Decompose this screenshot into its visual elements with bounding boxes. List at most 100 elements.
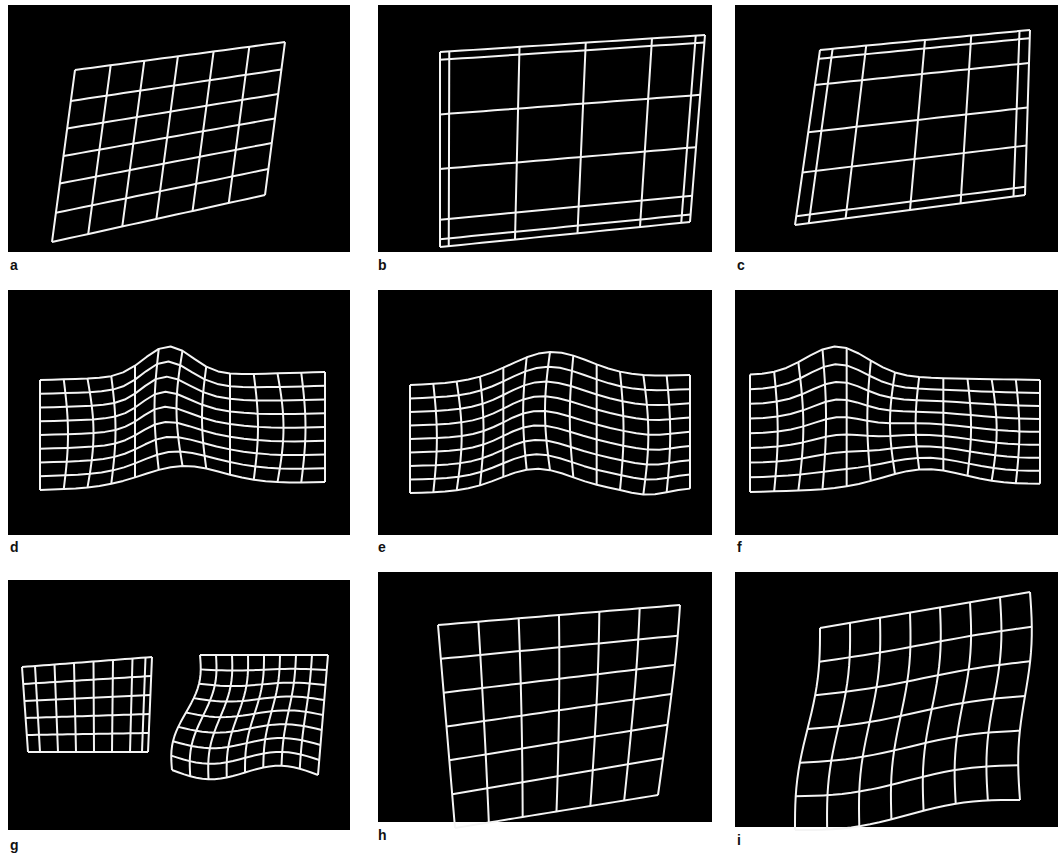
grid-line — [800, 731, 1020, 763]
grid-line — [40, 437, 325, 462]
grid-line — [440, 35, 705, 52]
grid-line — [410, 352, 690, 385]
grid-line — [93, 662, 96, 753]
grid-line — [55, 665, 59, 753]
grid-line — [809, 49, 833, 223]
grid-line — [590, 612, 599, 806]
grid-line — [40, 362, 325, 394]
grid-line — [808, 108, 1027, 133]
panel-label-holder: b — [378, 258, 387, 272]
grid-line — [795, 195, 1025, 225]
grid-line — [1014, 31, 1020, 197]
grid-line — [750, 417, 1040, 433]
grid-line — [578, 43, 586, 234]
grid-line — [447, 694, 672, 727]
grid-line — [820, 592, 1030, 628]
panel-label: a — [10, 258, 18, 272]
grid-line — [796, 187, 1025, 217]
grid-line — [441, 636, 678, 659]
grid-line — [148, 657, 152, 752]
grid-line — [440, 95, 700, 115]
grid-line — [438, 605, 680, 625]
grid-line — [819, 627, 1032, 662]
grid-line — [410, 454, 690, 479]
grid-line — [24, 695, 150, 701]
grid-line — [448, 51, 451, 246]
grid-line — [56, 169, 268, 213]
grid-line — [27, 733, 149, 735]
black-panel — [735, 572, 1058, 827]
grid-line — [201, 669, 327, 671]
grid-line — [22, 657, 152, 667]
grid-line — [171, 752, 319, 764]
grid-line — [795, 800, 1020, 830]
grid-line — [750, 364, 1040, 393]
grid-line — [173, 738, 321, 748]
grid-line — [515, 47, 520, 240]
grid-line — [750, 382, 1040, 406]
grid-line — [75, 42, 285, 70]
grid-line — [199, 683, 326, 686]
grid-line — [130, 659, 133, 753]
grid-line — [440, 222, 690, 247]
grid-line — [808, 696, 1026, 729]
panel-label: h — [378, 828, 387, 842]
grid-line — [40, 407, 325, 435]
grid-line — [410, 469, 690, 495]
panel-label-holder: c — [737, 258, 745, 272]
black-panel — [8, 580, 350, 830]
panel-label-holder: g — [10, 838, 19, 852]
grid-line — [410, 440, 690, 466]
grid-line — [40, 466, 325, 490]
grid-line — [186, 710, 323, 717]
grid-line — [112, 660, 113, 752]
grid-line — [819, 38, 1030, 59]
grid-line — [444, 665, 675, 693]
distorted-grid — [750, 347, 1040, 492]
distorted-grid — [410, 352, 690, 494]
distorted-grid — [438, 605, 680, 828]
grid-line — [519, 618, 523, 817]
panel-label-holder: i — [737, 833, 741, 847]
grid-line — [35, 666, 40, 752]
grid-line — [440, 215, 691, 240]
panel-label-holder: a — [10, 258, 18, 272]
panel-label-holder: f — [737, 540, 742, 554]
grid-line — [40, 392, 325, 421]
black-panel — [8, 290, 350, 535]
grid-line — [640, 38, 652, 227]
grid-line — [64, 119, 276, 157]
grid-line — [750, 469, 1040, 492]
grid-line — [440, 196, 692, 220]
grid-line — [52, 195, 265, 242]
grid-line — [22, 667, 28, 752]
grid-line — [440, 147, 696, 169]
grid-line — [803, 146, 1027, 173]
grid-line — [439, 52, 441, 247]
panel-label: i — [737, 833, 741, 847]
black-panel — [735, 5, 1058, 252]
grid-line — [172, 766, 318, 780]
grid-line — [178, 724, 321, 732]
black-panel — [735, 290, 1058, 535]
black-panel — [378, 290, 712, 535]
grid-line — [557, 615, 560, 812]
panel-label-holder: h — [378, 828, 387, 842]
distorted-grid — [171, 655, 328, 779]
panel-label: e — [378, 540, 386, 554]
distorted-grid — [795, 30, 1030, 225]
grid-line — [796, 765, 1019, 796]
black-panel — [8, 5, 350, 252]
panel-label: b — [378, 258, 387, 272]
grid-line — [40, 452, 325, 477]
panel-label: c — [737, 258, 745, 272]
grid-line — [410, 411, 690, 439]
grid-line — [624, 608, 640, 800]
grid-line — [74, 663, 76, 752]
grid-line — [815, 661, 1030, 695]
distorted-grid — [440, 35, 705, 247]
grid-line — [910, 40, 925, 210]
panel-label: f — [737, 540, 742, 554]
